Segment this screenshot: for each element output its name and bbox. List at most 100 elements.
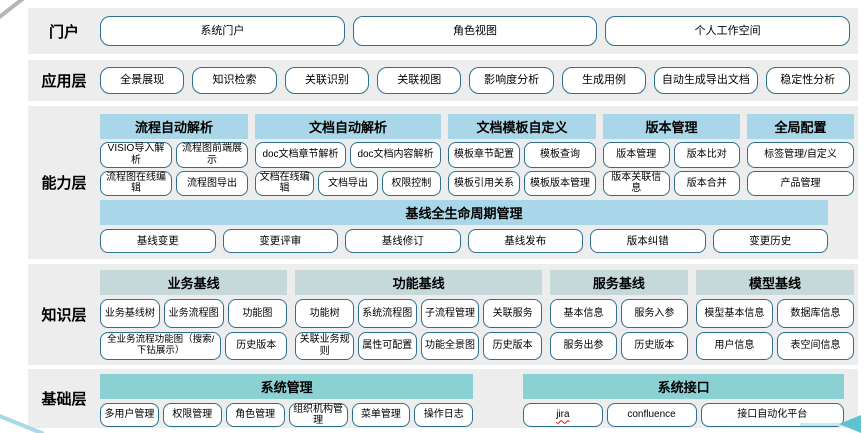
stability-analysis-button[interactable]: 稳定性分析 bbox=[765, 67, 850, 94]
version-error-correction-button[interactable]: 版本纠错 bbox=[590, 229, 706, 253]
full-business-flow-function-diagram-button[interactable]: 全业务流程功能图（搜索/下钻展示） bbox=[100, 331, 222, 360]
confluence-button[interactable]: confluence bbox=[606, 403, 697, 427]
template-reference-relation-button[interactable]: 模板引用关系 bbox=[448, 170, 520, 196]
change-review-button[interactable]: 变更评审 bbox=[222, 229, 338, 253]
function-diagram-button[interactable]: 功能图 bbox=[227, 299, 288, 328]
group-function-baseline: 功能基线 功能树 系统流程图 子流程管理 关联服务 关联业务规则 属性可配置 功… bbox=[295, 270, 542, 360]
function-panorama-button[interactable]: 功能全景图 bbox=[420, 331, 480, 360]
basic-info-button[interactable]: 基本信息 bbox=[549, 299, 617, 328]
portal-layer-band: 门户 系统门户 角色视图 个人工作空间 bbox=[28, 8, 858, 54]
version-relation-info-button[interactable]: 版本关联信息 bbox=[603, 170, 670, 196]
doc-online-edit-button[interactable]: 文档在线编辑 bbox=[255, 170, 315, 196]
bottom-right-arrow-line bbox=[800, 423, 844, 426]
group-doc-template-custom: 文档模板自定义 模板章节配置 模板查询 模板引用关系 模板版本管理 bbox=[448, 114, 596, 196]
foundation-content: 系统管理 多用户管理 权限管理 角色管理 组织机构管理 菜单管理 操作日志 系统… bbox=[100, 369, 858, 428]
permission-control-button[interactable]: 权限控制 bbox=[381, 170, 441, 196]
relation-identify-button[interactable]: 关联识别 bbox=[284, 67, 370, 94]
panorama-display-button[interactable]: 全景展现 bbox=[100, 67, 185, 94]
group-process-auto-parse: 流程自动解析 VISIO导入解析 流程图前端展示 流程图在线编辑 流程图导出 bbox=[100, 114, 248, 196]
capability-groups: 流程自动解析 VISIO导入解析 流程图前端展示 流程图在线编辑 流程图导出 文… bbox=[100, 114, 854, 196]
flowchart-online-edit-button[interactable]: 流程图在线编辑 bbox=[100, 170, 172, 196]
layer-label-portal: 门户 bbox=[48, 23, 79, 41]
business-history-version-button[interactable]: 历史版本 bbox=[225, 331, 288, 360]
interface-automation-platform-button[interactable]: 接口自动化平台 bbox=[700, 403, 844, 427]
version-management-button[interactable]: 版本管理 bbox=[603, 142, 670, 168]
attribute-configurable-button[interactable]: 属性可配置 bbox=[357, 331, 417, 360]
subprocess-management-button[interactable]: 子流程管理 bbox=[420, 299, 480, 328]
group-header-system-management: 系统管理 bbox=[100, 374, 474, 399]
doc-export-button[interactable]: 文档导出 bbox=[318, 170, 378, 196]
service-output-params-button[interactable]: 服务出参 bbox=[549, 331, 617, 360]
database-info-button[interactable]: 数据库信息 bbox=[776, 299, 854, 328]
service-history-version-button[interactable]: 历史版本 bbox=[620, 331, 688, 360]
relation-view-button[interactable]: 关联视图 bbox=[377, 67, 462, 94]
product-management-button[interactable]: 产品管理 bbox=[747, 170, 854, 196]
group-version-management: 版本管理 版本管理 版本比对 版本关联信息 版本合并 bbox=[603, 114, 740, 196]
business-baseline-tree-button[interactable]: 业务基线树 bbox=[100, 299, 160, 328]
group-header-version-management: 版本管理 bbox=[603, 114, 740, 139]
doc-content-parse-button[interactable]: doc文档内容解析 bbox=[350, 142, 441, 168]
tag-management-custom-button[interactable]: 标签管理/自定义 bbox=[747, 142, 854, 168]
group-header-process-auto-parse: 流程自动解析 bbox=[100, 114, 248, 139]
tablespace-info-button[interactable]: 表空间信息 bbox=[776, 331, 854, 360]
system-flowchart-button[interactable]: 系统流程图 bbox=[357, 299, 417, 328]
flowchart-export-button[interactable]: 流程图导出 bbox=[176, 170, 248, 196]
impact-analysis-button[interactable]: 影响度分析 bbox=[469, 67, 554, 94]
menu-management-button[interactable]: 菜单管理 bbox=[351, 403, 411, 427]
user-info-button[interactable]: 用户信息 bbox=[695, 331, 773, 360]
layer-label-foundation: 基础层 bbox=[41, 391, 87, 408]
group-doc-auto-parse: 文档自动解析 doc文档章节解析 doc文档内容解析 文档在线编辑 文档导出 权… bbox=[255, 114, 441, 196]
version-merge-button[interactable]: 版本合并 bbox=[673, 170, 740, 196]
baseline-lifecycle-header: 基线全生命周期管理 bbox=[100, 200, 828, 225]
group-business-baseline: 业务基线 业务基线树 业务流程图 功能图 全业务流程功能图（搜索/下钻展示） 历… bbox=[100, 270, 288, 360]
group-header-doc-auto-parse: 文档自动解析 bbox=[255, 114, 441, 139]
function-history-version-button[interactable]: 历史版本 bbox=[483, 331, 542, 360]
jira-button[interactable]: jira bbox=[523, 403, 603, 427]
operation-log-button[interactable]: 操作日志 bbox=[414, 403, 474, 427]
function-tree-button[interactable]: 功能树 bbox=[295, 299, 354, 328]
visio-import-parse-button[interactable]: VISIO导入解析 bbox=[100, 142, 172, 168]
baseline-change-button[interactable]: 基线变更 bbox=[100, 229, 216, 253]
group-system-management: 系统管理 多用户管理 权限管理 角色管理 组织机构管理 菜单管理 操作日志 bbox=[100, 374, 474, 427]
flowchart-frontend-display-button[interactable]: 流程图前端展示 bbox=[176, 142, 248, 168]
group-header-model-baseline: 模型基线 bbox=[695, 270, 854, 295]
knowledge-groups: 业务基线 业务基线树 业务流程图 功能图 全业务流程功能图（搜索/下钻展示） 历… bbox=[100, 270, 854, 360]
change-history-button[interactable]: 变更历史 bbox=[712, 229, 828, 253]
business-flowchart-button[interactable]: 业务流程图 bbox=[163, 299, 224, 328]
foundation-layer-band: 基础层 系统管理 多用户管理 权限管理 角色管理 组织机构管理 菜单管理 操作日… bbox=[28, 369, 858, 428]
organization-management-button[interactable]: 组织机构管理 bbox=[288, 403, 348, 427]
baseline-revision-button[interactable]: 基线修订 bbox=[345, 229, 461, 253]
auto-generate-export-doc-button[interactable]: 自动生成导出文档 bbox=[654, 67, 758, 94]
doc-chapter-parse-button[interactable]: doc文档章节解析 bbox=[255, 142, 346, 168]
group-header-global-config: 全局配置 bbox=[747, 114, 854, 139]
system-portal-button[interactable]: 系统门户 bbox=[100, 16, 345, 46]
baseline-lifecycle-section: 基线全生命周期管理 基线变更 变更评审 基线修订 基线发布 版本纠错 变更历史 bbox=[100, 200, 828, 253]
related-business-rules-button[interactable]: 关联业务规则 bbox=[295, 331, 354, 360]
related-services-button[interactable]: 关联服务 bbox=[483, 299, 542, 328]
group-header-business-baseline: 业务基线 bbox=[100, 270, 288, 295]
group-service-baseline: 服务基线 基本信息 服务入参 服务出参 历史版本 bbox=[549, 270, 688, 360]
model-basic-info-button[interactable]: 模型基本信息 bbox=[695, 299, 773, 328]
permission-management-button[interactable]: 权限管理 bbox=[162, 403, 222, 427]
template-chapter-config-button[interactable]: 模板章节配置 bbox=[448, 142, 520, 168]
personal-workspace-button[interactable]: 个人工作空间 bbox=[605, 16, 851, 46]
portal-buttons-row: 系统门户 角色视图 个人工作空间 bbox=[100, 8, 858, 54]
layer-label-knowledge: 知识层 bbox=[41, 307, 87, 324]
role-view-button[interactable]: 角色视图 bbox=[352, 16, 598, 46]
baseline-release-button[interactable]: 基线发布 bbox=[467, 229, 583, 253]
layer-label-application: 应用层 bbox=[41, 73, 87, 90]
multi-user-management-button[interactable]: 多用户管理 bbox=[100, 403, 159, 427]
group-global-config: 全局配置 标签管理/自定义 产品管理 bbox=[747, 114, 854, 196]
service-input-params-button[interactable]: 服务入参 bbox=[620, 299, 688, 328]
group-header-service-baseline: 服务基线 bbox=[549, 270, 688, 295]
group-header-doc-template-custom: 文档模板自定义 bbox=[448, 114, 596, 139]
group-system-interface: 系统接口 jira confluence 接口自动化平台 bbox=[523, 374, 844, 427]
template-query-button[interactable]: 模板查询 bbox=[524, 142, 596, 168]
version-compare-button[interactable]: 版本比对 bbox=[673, 142, 740, 168]
generate-usecase-button[interactable]: 生成用例 bbox=[561, 67, 647, 94]
role-management-button[interactable]: 角色管理 bbox=[225, 403, 285, 427]
knowledge-search-button[interactable]: 知识检索 bbox=[192, 67, 277, 94]
template-version-management-button[interactable]: 模板版本管理 bbox=[524, 170, 596, 196]
group-header-function-baseline: 功能基线 bbox=[295, 270, 542, 295]
